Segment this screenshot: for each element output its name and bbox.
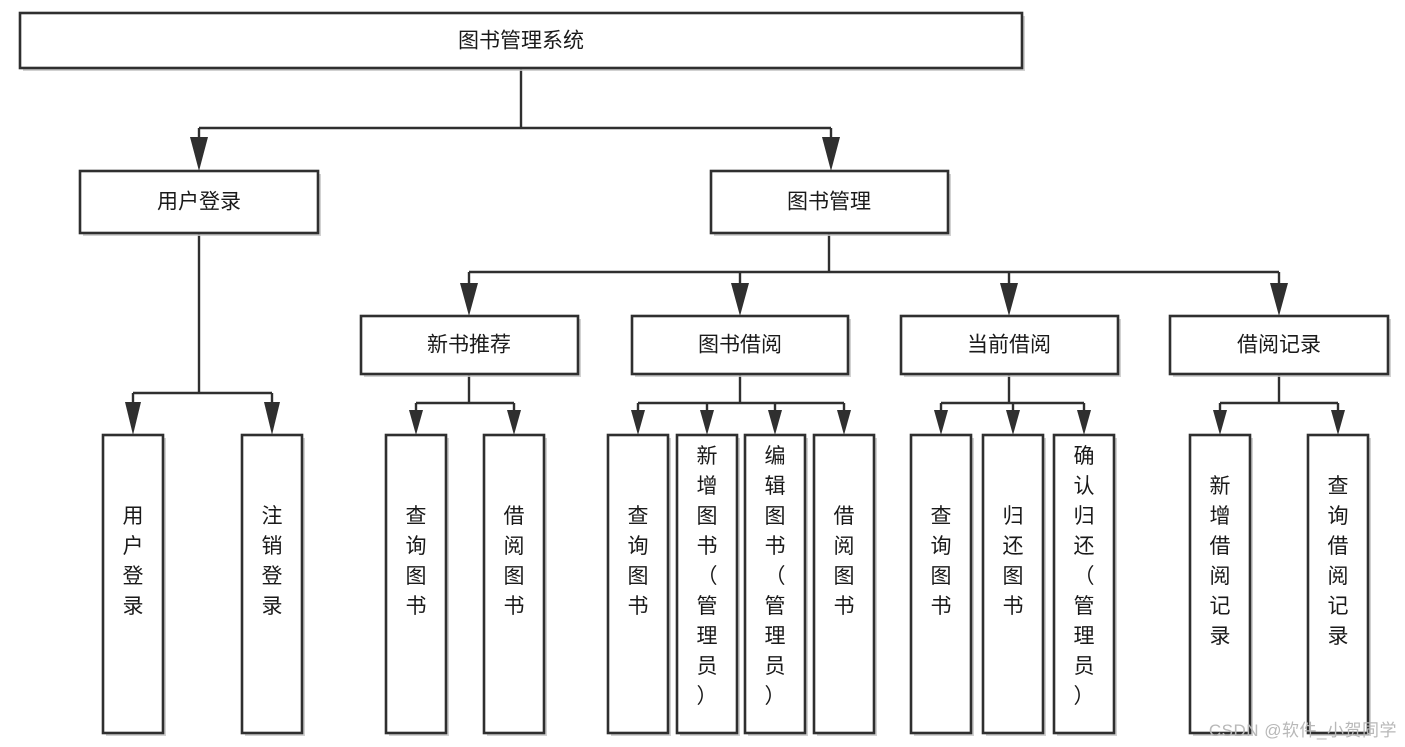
node-current-borrow-box (899, 314, 1120, 376)
arrow-head-cb-query-book (934, 410, 948, 435)
node-leaf-cb-return-book[interactable]: 归还图书 (981, 433, 1046, 736)
node-new-book-recommend[interactable]: 新书推荐 (359, 314, 581, 377)
arrow-head-bb-add-book (700, 410, 714, 435)
node-user-login[interactable]: 用户登录 (78, 169, 321, 236)
node-leaf-user-logout[interactable]: 注销登录 (240, 433, 305, 736)
arrow-head-bb-edit-book (768, 410, 782, 435)
arrow-head-leaf-user-login (125, 402, 141, 435)
node-leaf-br-add-record-box (1188, 433, 1252, 735)
arrow-head-current-borrow (1000, 283, 1018, 316)
node-leaf-cb-confirm-return-box (1052, 433, 1116, 735)
node-leaf-cb-query-book-label: 查询图书 (931, 505, 952, 618)
arrow-head-nbr-query-book (409, 410, 423, 435)
arrow-head-bb-borrow-book (837, 410, 851, 435)
node-leaf-user-login-label: 用户登录 (123, 505, 144, 618)
node-current-borrow[interactable]: 当前借阅 (899, 314, 1121, 377)
node-leaf-nbr-borrow-book-label: 借阅图书 (504, 505, 525, 618)
node-leaf-bb-borrow-book-box (812, 433, 876, 735)
node-leaf-bb-edit-book-label: 编辑图书（管理员） (765, 445, 786, 708)
arrow-head-book-borrow (731, 283, 749, 316)
node-leaf-br-query-record[interactable]: 查询借阅记录 (1306, 433, 1371, 736)
node-leaf-nbr-borrow-book[interactable]: 借阅图书 (482, 433, 547, 736)
node-leaf-br-query-record-label: 查询借阅记录 (1328, 475, 1349, 648)
arrow-head-book-manage (822, 137, 840, 171)
node-leaf-bb-query-book-box (606, 433, 670, 735)
node-user-login-box (78, 169, 320, 235)
node-new-book-recommend-box (359, 314, 580, 376)
node-borrow-record[interactable]: 借阅记录 (1168, 314, 1391, 377)
node-book-manage[interactable]: 图书管理 (709, 169, 951, 236)
node-leaf-bb-query-book[interactable]: 查询图书 (606, 433, 671, 736)
node-leaf-user-login-box (101, 433, 165, 735)
node-leaf-nbr-query-book[interactable]: 查询图书 (384, 433, 449, 736)
node-leaf-user-login[interactable]: 用户登录 (101, 433, 166, 736)
node-leaf-br-add-record-label: 新增借阅记录 (1210, 475, 1231, 648)
node-leaf-nbr-borrow-book-box (482, 433, 546, 735)
node-book-manage-box (709, 169, 950, 235)
node-leaf-nbr-query-book-box (384, 433, 448, 735)
node-leaf-user-logout-box (240, 433, 304, 735)
node-leaf-cb-return-book-box (981, 433, 1045, 735)
node-current-borrow-label: 当前借阅 (967, 334, 1051, 357)
node-book-borrow[interactable]: 图书借阅 (630, 314, 851, 377)
node-root[interactable]: 图书管理系统 (18, 11, 1025, 71)
node-book-manage-label: 图书管理 (787, 191, 871, 214)
connector-layer (125, 68, 1345, 435)
node-root-box (18, 11, 1024, 70)
node-leaf-cb-confirm-return[interactable]: 确认归还（管理员） (1052, 433, 1117, 736)
node-user-login-label: 用户登录 (157, 191, 241, 214)
arrow-head-br-query-record (1331, 410, 1345, 435)
node-leaf-bb-add-book-box (675, 433, 739, 735)
arrow-head-user-login (190, 137, 208, 171)
arrow-head-nbr-borrow-book (507, 410, 521, 435)
node-leaf-nbr-query-book-label: 查询图书 (406, 505, 427, 618)
node-borrow-record-label: 借阅记录 (1237, 334, 1321, 357)
arrow-head-new-book-recommend (460, 283, 478, 316)
arrow-head-bb-query-book (631, 410, 645, 435)
node-leaf-user-logout-label: 注销登录 (262, 505, 283, 618)
node-leaf-bb-add-book-label: 新增图书（管理员） (697, 445, 718, 708)
node-leaf-bb-edit-book-box (743, 433, 807, 735)
node-root-label: 图书管理系统 (458, 30, 584, 53)
node-leaf-bb-edit-book[interactable]: 编辑图书（管理员） (743, 433, 808, 736)
node-leaf-cb-query-book-box (909, 433, 973, 735)
node-book-borrow-label: 图书借阅 (698, 334, 782, 357)
node-leaf-br-add-record[interactable]: 新增借阅记录 (1188, 433, 1253, 736)
arrow-head-br-add-record (1213, 410, 1227, 435)
arrow-head-leaf-user-logout (264, 402, 280, 435)
arrow-head-cb-return-book (1006, 410, 1020, 435)
node-book-borrow-box (630, 314, 850, 376)
node-leaf-bb-borrow-book[interactable]: 借阅图书 (812, 433, 877, 736)
arrow-head-borrow-record (1270, 283, 1288, 316)
node-leaf-bb-add-book[interactable]: 新增图书（管理员） (675, 433, 740, 736)
node-leaf-cb-return-book-label: 归还图书 (1003, 505, 1024, 618)
arrow-head-cb-confirm-return (1077, 410, 1091, 435)
node-leaf-bb-borrow-book-label: 借阅图书 (834, 505, 855, 618)
node-leaf-cb-query-book[interactable]: 查询图书 (909, 433, 974, 736)
node-leaf-cb-confirm-return-label: 确认归还（管理员） (1074, 445, 1095, 708)
node-leaf-bb-query-book-label: 查询图书 (628, 505, 649, 618)
node-borrow-record-box (1168, 314, 1390, 376)
node-leaf-br-query-record-box (1306, 433, 1370, 735)
node-new-book-recommend-label: 新书推荐 (427, 334, 511, 357)
